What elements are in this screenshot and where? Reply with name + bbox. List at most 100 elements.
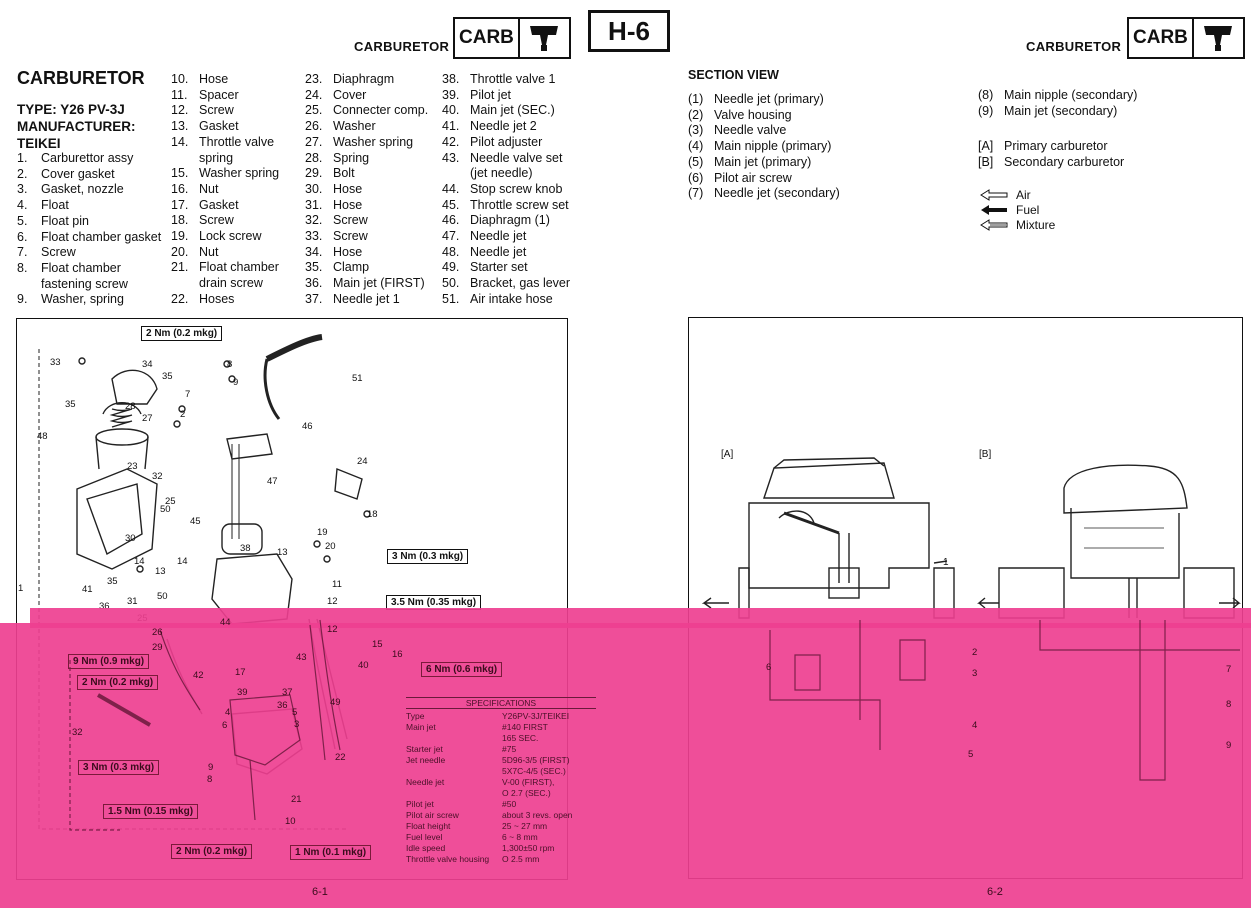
svg-text:6: 6: [222, 720, 227, 731]
list-item: (3)Needle valve: [688, 123, 787, 138]
list-item: 8.Float chamber: [17, 260, 121, 275]
manufacturer-name: TEIKEI: [17, 136, 61, 151]
list-item: spring: [199, 150, 234, 165]
list-item: 23.Diaphragm: [305, 72, 395, 86]
svg-text:8: 8: [227, 359, 232, 370]
list-item: 18.Screw: [171, 213, 234, 228]
list-item: 29.Bolt: [305, 166, 355, 181]
list-item: 37.Needle jet 1: [305, 291, 400, 306]
svg-text:5: 5: [292, 707, 297, 718]
list-item: 42.Pilot adjuster: [442, 134, 543, 149]
page-title: CARBURETOR: [17, 68, 145, 88]
svg-text:13: 13: [277, 547, 288, 558]
svg-text:20: 20: [325, 541, 336, 552]
svg-text:11: 11: [332, 579, 342, 590]
list-item: 38.Throttle valve 1: [442, 72, 556, 86]
list-item: 10.Hose: [171, 72, 229, 86]
svg-text:7: 7: [1226, 664, 1231, 675]
legend-mixture: Mixture: [980, 217, 1055, 232]
parts-list-col2: 10.Hose 11.Spacer 12.Screw 13.Gasket 14.…: [171, 72, 279, 308]
list-item: fastening screw: [41, 276, 128, 291]
list-item: 1.Carburettor assy: [17, 151, 134, 165]
list-item: 48.Needle jet: [442, 244, 527, 259]
carb-badge-left: CARB: [453, 17, 571, 59]
svg-text:48: 48: [37, 431, 48, 442]
list-item: 15.Washer spring: [171, 166, 280, 181]
svg-text:41: 41: [82, 584, 93, 595]
list-item: 44.Stop screw knob: [442, 181, 563, 196]
svg-text:2: 2: [180, 409, 185, 420]
table-row: 5X7C-4/5 (SEC.): [502, 766, 566, 776]
outline-arrow-icon: [980, 218, 1008, 231]
page-number-left: 6-1: [312, 886, 328, 898]
list-item: 33.Screw: [305, 229, 368, 244]
svg-text:33: 33: [50, 357, 61, 368]
svg-text:23: 23: [127, 461, 138, 472]
list-item: 25.Connecter comp.: [305, 103, 429, 118]
torque-label: 3 Nm (0.3 mkg): [78, 760, 160, 775]
svg-text:44: 44: [220, 617, 231, 628]
table-row: Starter jet#75: [406, 744, 517, 754]
svg-text:46: 46: [302, 421, 313, 432]
svg-text:35: 35: [107, 576, 118, 587]
list-item: 26.Washer: [305, 119, 376, 134]
list-item: (7)Needle jet (secondary): [688, 186, 840, 201]
list-item: (jet needle): [470, 166, 533, 181]
svg-text:49: 49: [330, 697, 341, 708]
type-line: TYPE: Y26 PV-3J: [17, 102, 125, 117]
page-number-right: 6-2: [987, 886, 1003, 898]
list-item: 5.Float pin: [17, 213, 89, 228]
svg-text:9: 9: [208, 762, 213, 773]
svg-text:25: 25: [165, 496, 176, 507]
torque-label: 1 Nm (0.1 mkg): [290, 845, 372, 860]
list-item: 22.Hoses: [171, 291, 235, 306]
list-item: 16.Nut: [171, 181, 219, 196]
svg-text:18: 18: [367, 509, 378, 520]
svg-text:6: 6: [766, 662, 771, 673]
table-row: 165 SEC.: [502, 733, 539, 743]
svg-text:24: 24: [357, 456, 368, 467]
svg-text:1: 1: [943, 557, 949, 568]
list-item: 19.Lock screw: [171, 229, 262, 244]
svg-text:30: 30: [125, 533, 136, 544]
svg-text:29: 29: [152, 642, 163, 653]
view-a-label: [A]: [721, 449, 733, 460]
svg-text:42: 42: [193, 670, 204, 681]
list-item: (9)Main jet (secondary): [978, 103, 1118, 118]
list-item: 43.Needle valve set: [442, 150, 563, 165]
section-view-title: SECTION VIEW: [688, 68, 779, 82]
list-item: [B]Secondary carburetor: [978, 154, 1125, 169]
svg-text:43: 43: [296, 652, 307, 663]
list-item: 40.Main jet (SEC.): [442, 103, 555, 118]
list-item: (6)Pilot air screw: [688, 170, 792, 185]
svg-text:31: 31: [127, 596, 138, 607]
torque-label: 6 Nm (0.6 mkg): [421, 662, 503, 677]
svg-text:8: 8: [1226, 699, 1231, 710]
table-row: Pilot jet#50: [406, 799, 517, 809]
parts-list-col3: 23.Diaphragm 24.Cover 25.Connecter comp.…: [305, 72, 428, 308]
list-item: 28.Spring: [305, 150, 370, 165]
list-item: 41.Needle jet 2: [442, 119, 537, 134]
svg-text:3: 3: [294, 719, 299, 730]
svg-text:35: 35: [162, 371, 173, 382]
torque-label: 3 Nm (0.3 mkg): [387, 549, 469, 564]
svg-text:32: 32: [152, 471, 163, 482]
svg-text:34: 34: [142, 359, 153, 370]
svg-text:28: 28: [125, 401, 136, 412]
torque-label: 2 Nm (0.2 mkg): [141, 326, 223, 341]
section-view-drawing: [A] [B] 1: [701, 449, 1241, 619]
flow-legend: Air Fuel Mixture: [980, 187, 1055, 232]
svg-text:5: 5: [968, 749, 973, 760]
svg-text:47: 47: [267, 476, 278, 487]
list-item: 51.Air intake hose: [442, 291, 553, 306]
list-item: 45.Throttle screw set: [442, 197, 569, 212]
list-item: 47.Needle jet: [442, 229, 527, 244]
svg-text:9: 9: [233, 377, 238, 388]
svg-text:15: 15: [372, 639, 383, 650]
list-item: 7.Screw: [17, 245, 76, 260]
list-item: 31.Hose: [305, 197, 363, 212]
list-item: 12.Screw: [171, 103, 234, 118]
